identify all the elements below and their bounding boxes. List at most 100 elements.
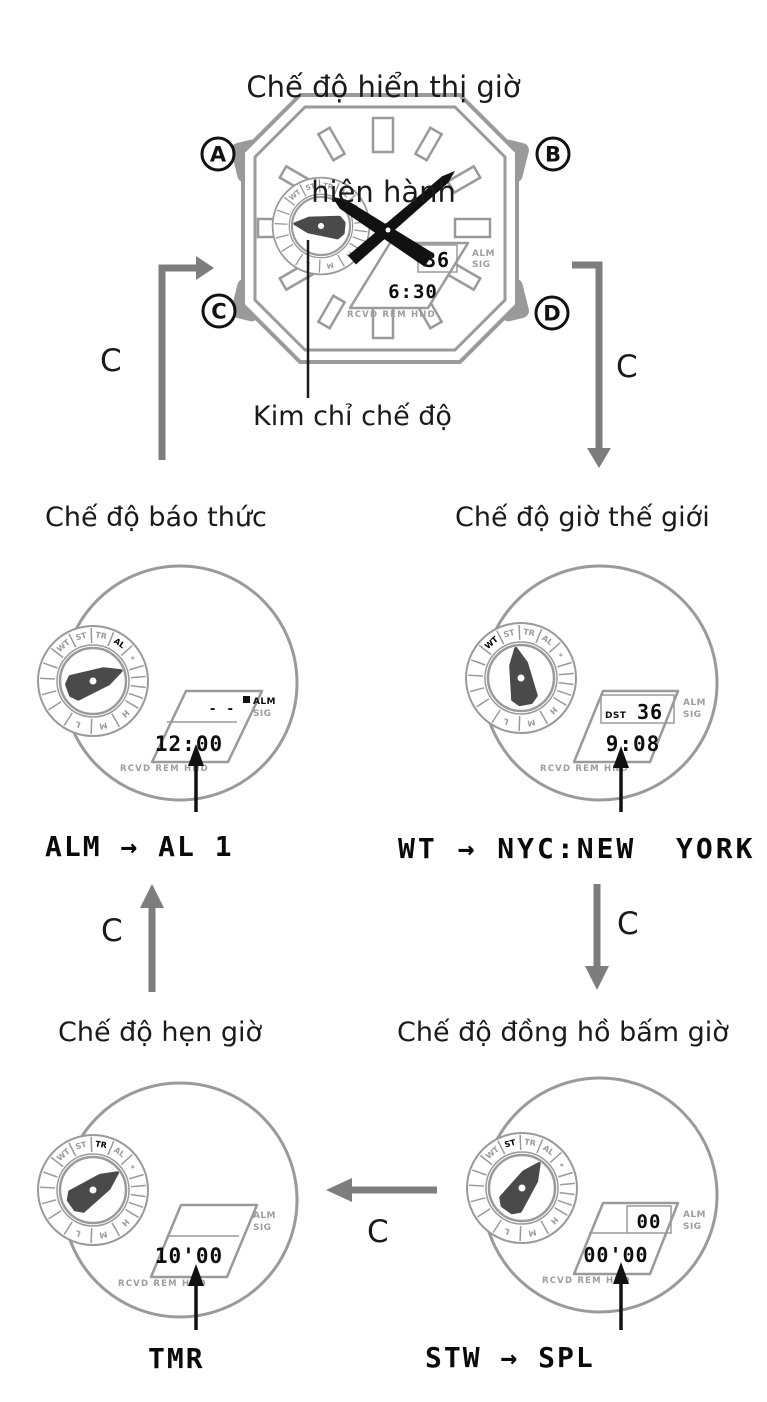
digital-panel: 00 00'00 ALM SIG RCVD REM HND (542, 1201, 706, 1286)
status-labels: RCVD REM HND (542, 1276, 631, 1286)
world-time-mode-watch: WT ST TR AL * H M L DST 36 9:08 ALM SIG (465, 564, 719, 812)
transition-arrow-stopwatch-to-timer (326, 1178, 437, 1202)
subdial-label-m: M (326, 260, 335, 270)
sig-label: SIG (683, 1222, 701, 1232)
transition-arrow-worldtime-to-stopwatch (585, 884, 609, 990)
button-c-circle (201, 293, 237, 329)
mode-subdial: WT ST TR AL * H M L (465, 622, 577, 734)
stopwatch-time-display: 00'00 (583, 1243, 648, 1267)
subdial-label-h: H (120, 1217, 131, 1228)
worldtime-time-display: 9:08 (606, 732, 661, 756)
upper-box (626, 1205, 672, 1234)
subdial-label-m: M (98, 720, 108, 731)
digital-panel: - - ALM SIG 12:00 RCVD REM HND (120, 689, 276, 774)
pointer-arrow-icon (188, 744, 204, 812)
timer-mode-heading: Chế độ hẹn giờ (58, 1017, 262, 1048)
mode-hand-pivot (89, 1186, 97, 1194)
subdial-ticks (40, 627, 146, 735)
status-labels: RCVD REM HND (118, 1279, 207, 1289)
button-d-circle (534, 295, 570, 331)
mode-hand-pivot (518, 1184, 526, 1192)
seconds-display: 36 (637, 700, 663, 724)
sig-label: SIG (472, 260, 490, 270)
stopwatch-upper-display: 00 (637, 1211, 662, 1233)
button-b-circle (535, 136, 571, 172)
analog-hands (332, 171, 455, 267)
status-labels: RCVD REM HND (347, 310, 436, 320)
subdial-label-tr: TR (522, 627, 535, 638)
timer-mode-watch: WT ST TR AL * H M L 10'00 ALM SIG RCVD R… (37, 1081, 299, 1330)
sig-label: SIG (683, 710, 701, 720)
subdial-label-h: H (549, 1215, 560, 1226)
page-title-line1: Chế độ hiển thị giờ (246, 70, 521, 104)
subdial-label-st: ST (305, 181, 317, 192)
subdial-label-tr: TR (322, 181, 334, 192)
c-key-label: C (367, 1214, 389, 1250)
time-display: 6:30 (388, 281, 438, 303)
digital-panel: 36 6:30 ALM SIG RCVD REM HND (347, 241, 494, 320)
alm-label: ALM (683, 1210, 706, 1220)
page-title-line2: hiện hành (311, 175, 456, 209)
subdial-label-star: * (555, 652, 565, 661)
mode-subdial: WT ST TR AL * H M L (37, 625, 149, 737)
alm-label: ALM (683, 698, 706, 708)
subdial-label-st: ST (503, 628, 517, 640)
main-watch: WT ST TR AL * H M L 36 6:30 ALM SIG RCVD… (200, 93, 571, 398)
subdial-label-st: ST (75, 1140, 89, 1152)
hands-pivot-dot (385, 227, 391, 233)
sig-label: SIG (253, 1223, 271, 1233)
mode-hand-pivot (317, 222, 325, 230)
status-labels: RCVD REM HND (540, 764, 629, 774)
pointer-arrow-icon (188, 1264, 204, 1330)
page-title: Chế độ hiển thị giờ hiện hành (0, 0, 767, 245)
subdial-label-st: ST (75, 631, 89, 643)
alm-label: ALM (253, 697, 276, 707)
subdial-ticks (469, 1134, 575, 1242)
world-time-mode-heading: Chế độ giờ thế giới (455, 502, 710, 533)
mode-hand-pivot (89, 677, 97, 685)
button-a-circle (200, 136, 236, 172)
subdial-label-h: H (120, 708, 131, 719)
stopwatch-mode-caption: STW → SPL (425, 1341, 595, 1374)
subdial-label-l: L (503, 1226, 511, 1236)
digital-panel: DST 36 9:08 ALM SIG RCVD REM HND (540, 689, 706, 774)
subdial-ticks (468, 624, 574, 732)
mode-hand-callout-label: Kim chỉ chế độ (253, 401, 452, 432)
mode-subdial: WT ST TR AL * H M L (466, 1132, 578, 1244)
alm-on-square (243, 696, 250, 703)
timer-mode-caption: TMR (148, 1342, 205, 1375)
subdial-label-tr: TR (94, 1139, 107, 1150)
world-time-mode-caption: WT → NYC:NEW YORK (398, 832, 756, 865)
mode-subdial: WT ST TR AL * H M L (37, 1134, 149, 1246)
c-key-label: C (617, 906, 639, 942)
pointer-arrow-icon (613, 1262, 629, 1330)
button-d-label: D (543, 302, 560, 326)
subdial-label-l: L (74, 719, 82, 729)
subdial-label-l: L (502, 716, 510, 726)
alarm-time-display: 12:00 (155, 732, 223, 756)
transition-arrow-main-to-worldtime (572, 261, 611, 468)
pointer-arrow-icon (613, 746, 629, 812)
digital-panel: 10'00 ALM SIG RCVD REM HND (118, 1203, 275, 1289)
subdial-label-l: L (74, 1228, 82, 1238)
stopwatch-mode-watch: WT ST TR AL * H M L 00 00'00 ALM SIG RC (466, 1076, 719, 1330)
alarm-mode-watch: WT ST TR AL * H M L - - ALM SIG 12:00 R (37, 564, 299, 812)
subdial-ticks (40, 1136, 146, 1244)
c-key-label: C (616, 349, 638, 385)
subdial-label-m: M (527, 1227, 537, 1238)
transition-arrow-alarm-to-main (158, 256, 214, 460)
timer-time-display: 10'00 (155, 1244, 223, 1268)
stopwatch-mode-heading: Chế độ đồng hồ bấm giờ (397, 1017, 729, 1048)
subdial-label-star: * (127, 655, 137, 664)
status-labels: RCVD REM HND (120, 764, 209, 774)
subdial-ticks (274, 179, 368, 273)
subdial-label-st: ST (504, 1138, 518, 1150)
subdial-label-tr: TR (94, 630, 107, 641)
alarm-mode-heading: Chế độ báo thức (45, 502, 267, 533)
minute-hand (348, 171, 455, 265)
subdial-label-tr: TR (523, 1137, 536, 1148)
c-key-label: C (101, 913, 123, 949)
alarm-dashes-display: - - (209, 702, 235, 717)
transition-arrow-timer-to-alarm (140, 884, 164, 992)
